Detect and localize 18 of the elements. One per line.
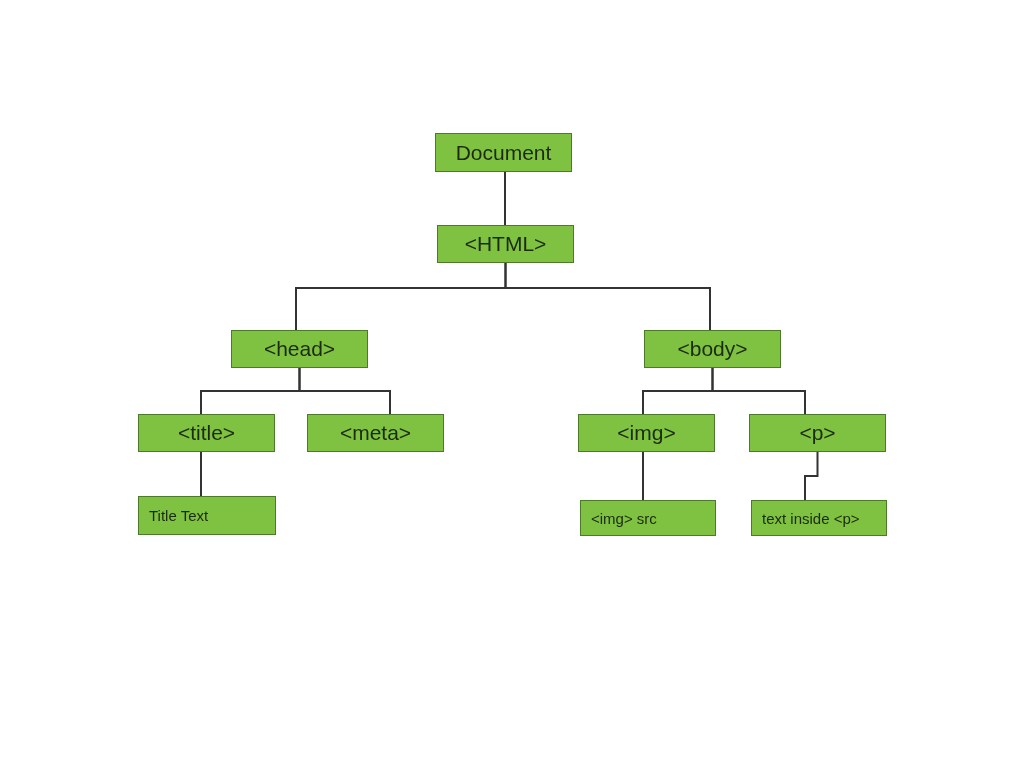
connector-line <box>504 171 506 226</box>
tree-node-box: <meta> <box>307 414 444 452</box>
tree-node-box: <img> <box>578 414 715 452</box>
connector-line <box>804 451 819 501</box>
connector-line <box>298 367 391 415</box>
tree-node-box: <img> src <box>580 500 716 536</box>
tree-node-box: <HTML> <box>437 225 574 263</box>
tree-node-box: <body> <box>644 330 781 368</box>
connector-line <box>200 451 202 497</box>
connector-line <box>642 451 644 501</box>
tree-node-box: Document <box>435 133 572 172</box>
tree-node-box: <head> <box>231 330 368 368</box>
connector-line <box>504 262 711 331</box>
connector-line <box>711 367 806 415</box>
tree-node-box: text inside <p> <box>751 500 887 536</box>
tree-node-box: <p> <box>749 414 886 452</box>
tree-node-box: Title Text <box>138 496 276 535</box>
tree-node-box: <title> <box>138 414 275 452</box>
